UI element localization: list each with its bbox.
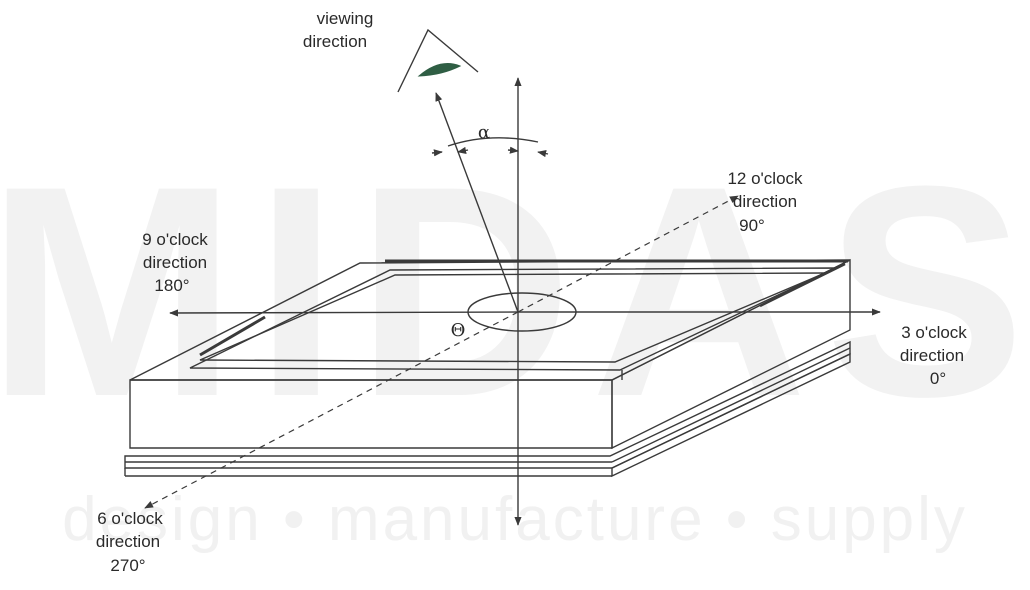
alpha-label: α	[478, 122, 490, 143]
six-oclock-label-line3: 270°	[110, 556, 145, 575]
axis-12-oclock	[517, 195, 739, 313]
axes	[144, 77, 881, 526]
six-oclock-label-line1: 6 o'clock	[97, 509, 163, 528]
viewing-label-line2: direction	[303, 32, 367, 51]
theta-label: Θ	[451, 320, 466, 341]
nine-oclock-label-line2: direction	[143, 253, 207, 272]
three-oclock-label-line1: 3 o'clock	[901, 323, 967, 342]
viewing-label-line1: viewing	[317, 9, 374, 28]
twelve-oclock-label-line3: 90°	[739, 216, 765, 235]
twelve-oclock-label-line1: 12 o'clock	[727, 169, 803, 188]
eye-icon	[397, 28, 479, 93]
viewing-direction-line	[435, 92, 519, 313]
theta-ellipse	[467, 292, 577, 332]
labels: viewing direction α Θ 12 o'clock directi…	[96, 9, 967, 575]
axis-9-oclock	[169, 309, 519, 317]
six-oclock-label-line2: direction	[96, 532, 160, 551]
axis-6-oclock	[144, 311, 519, 509]
lower-plate	[124, 340, 851, 478]
watermark: MIDAS design • manufacture • supply	[0, 123, 1030, 554]
nine-oclock-label-line3: 180°	[154, 276, 189, 295]
watermark-tagline: design • manufacture • supply	[62, 485, 968, 554]
alpha-arc	[447, 137, 539, 147]
nine-oclock-label-line1: 9 o'clock	[142, 230, 208, 249]
three-oclock-label-line3: 0°	[930, 369, 946, 388]
watermark-logo: MIDAS	[0, 123, 1030, 459]
lcd-panel	[129, 258, 851, 450]
three-oclock-label-line2: direction	[900, 346, 964, 365]
twelve-oclock-label-line2: direction	[733, 192, 797, 211]
